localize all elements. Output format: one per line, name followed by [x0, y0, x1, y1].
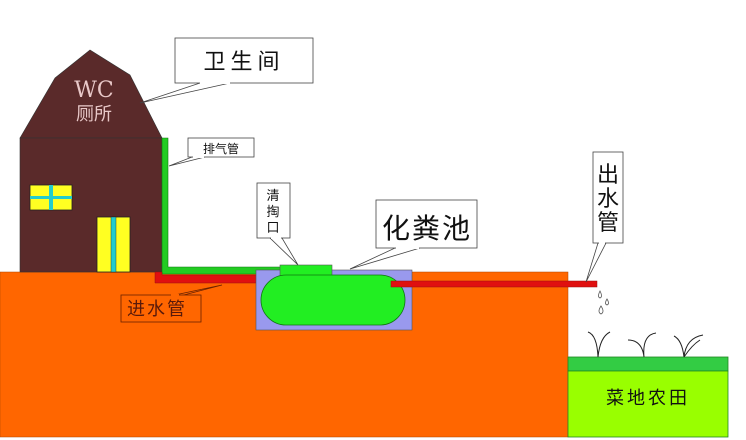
window — [29, 184, 73, 211]
callout-cleanout: 清 掏 口 — [256, 182, 299, 266]
cleanout-label-1: 清 — [266, 189, 279, 204]
outlet-pipe-label-2: 水 — [597, 187, 619, 212]
callout-inlet-pipe: 进水管 — [120, 284, 223, 323]
callout-vent-pipe: 排气管 — [168, 137, 255, 167]
plant-icons — [587, 331, 704, 358]
field-label: 菜地农田 — [606, 388, 690, 409]
outlet-pipe-label-1: 出 — [597, 163, 619, 188]
water-drop-icons — [598, 290, 609, 315]
field-grass-band — [567, 356, 729, 372]
roof-sign-en: WC — [74, 78, 113, 103]
roof-sign-cn: 厕所 — [76, 104, 112, 125]
cleanout-label-3: 口 — [266, 221, 279, 236]
septic-tank-label: 化粪池 — [382, 212, 472, 245]
outlet-pipe-label-3: 管 — [597, 211, 619, 236]
cleanout-cap — [279, 264, 333, 277]
field — [567, 370, 729, 438]
callout-toilet: 卫生间 — [139, 37, 314, 104]
callout-septic-tank: 化粪池 — [349, 199, 478, 270]
cleanout-label-2: 掏 — [266, 204, 279, 220]
vent-pipe-label: 排气管 — [203, 141, 239, 156]
toilet-label: 卫生间 — [203, 50, 284, 75]
callout-outlet-pipe: 出 水 管 — [585, 151, 624, 283]
septic-tank — [260, 274, 406, 326]
door — [96, 216, 131, 273]
inlet-pipe-label: 进水管 — [127, 299, 187, 320]
outlet-pipe — [390, 280, 598, 288]
